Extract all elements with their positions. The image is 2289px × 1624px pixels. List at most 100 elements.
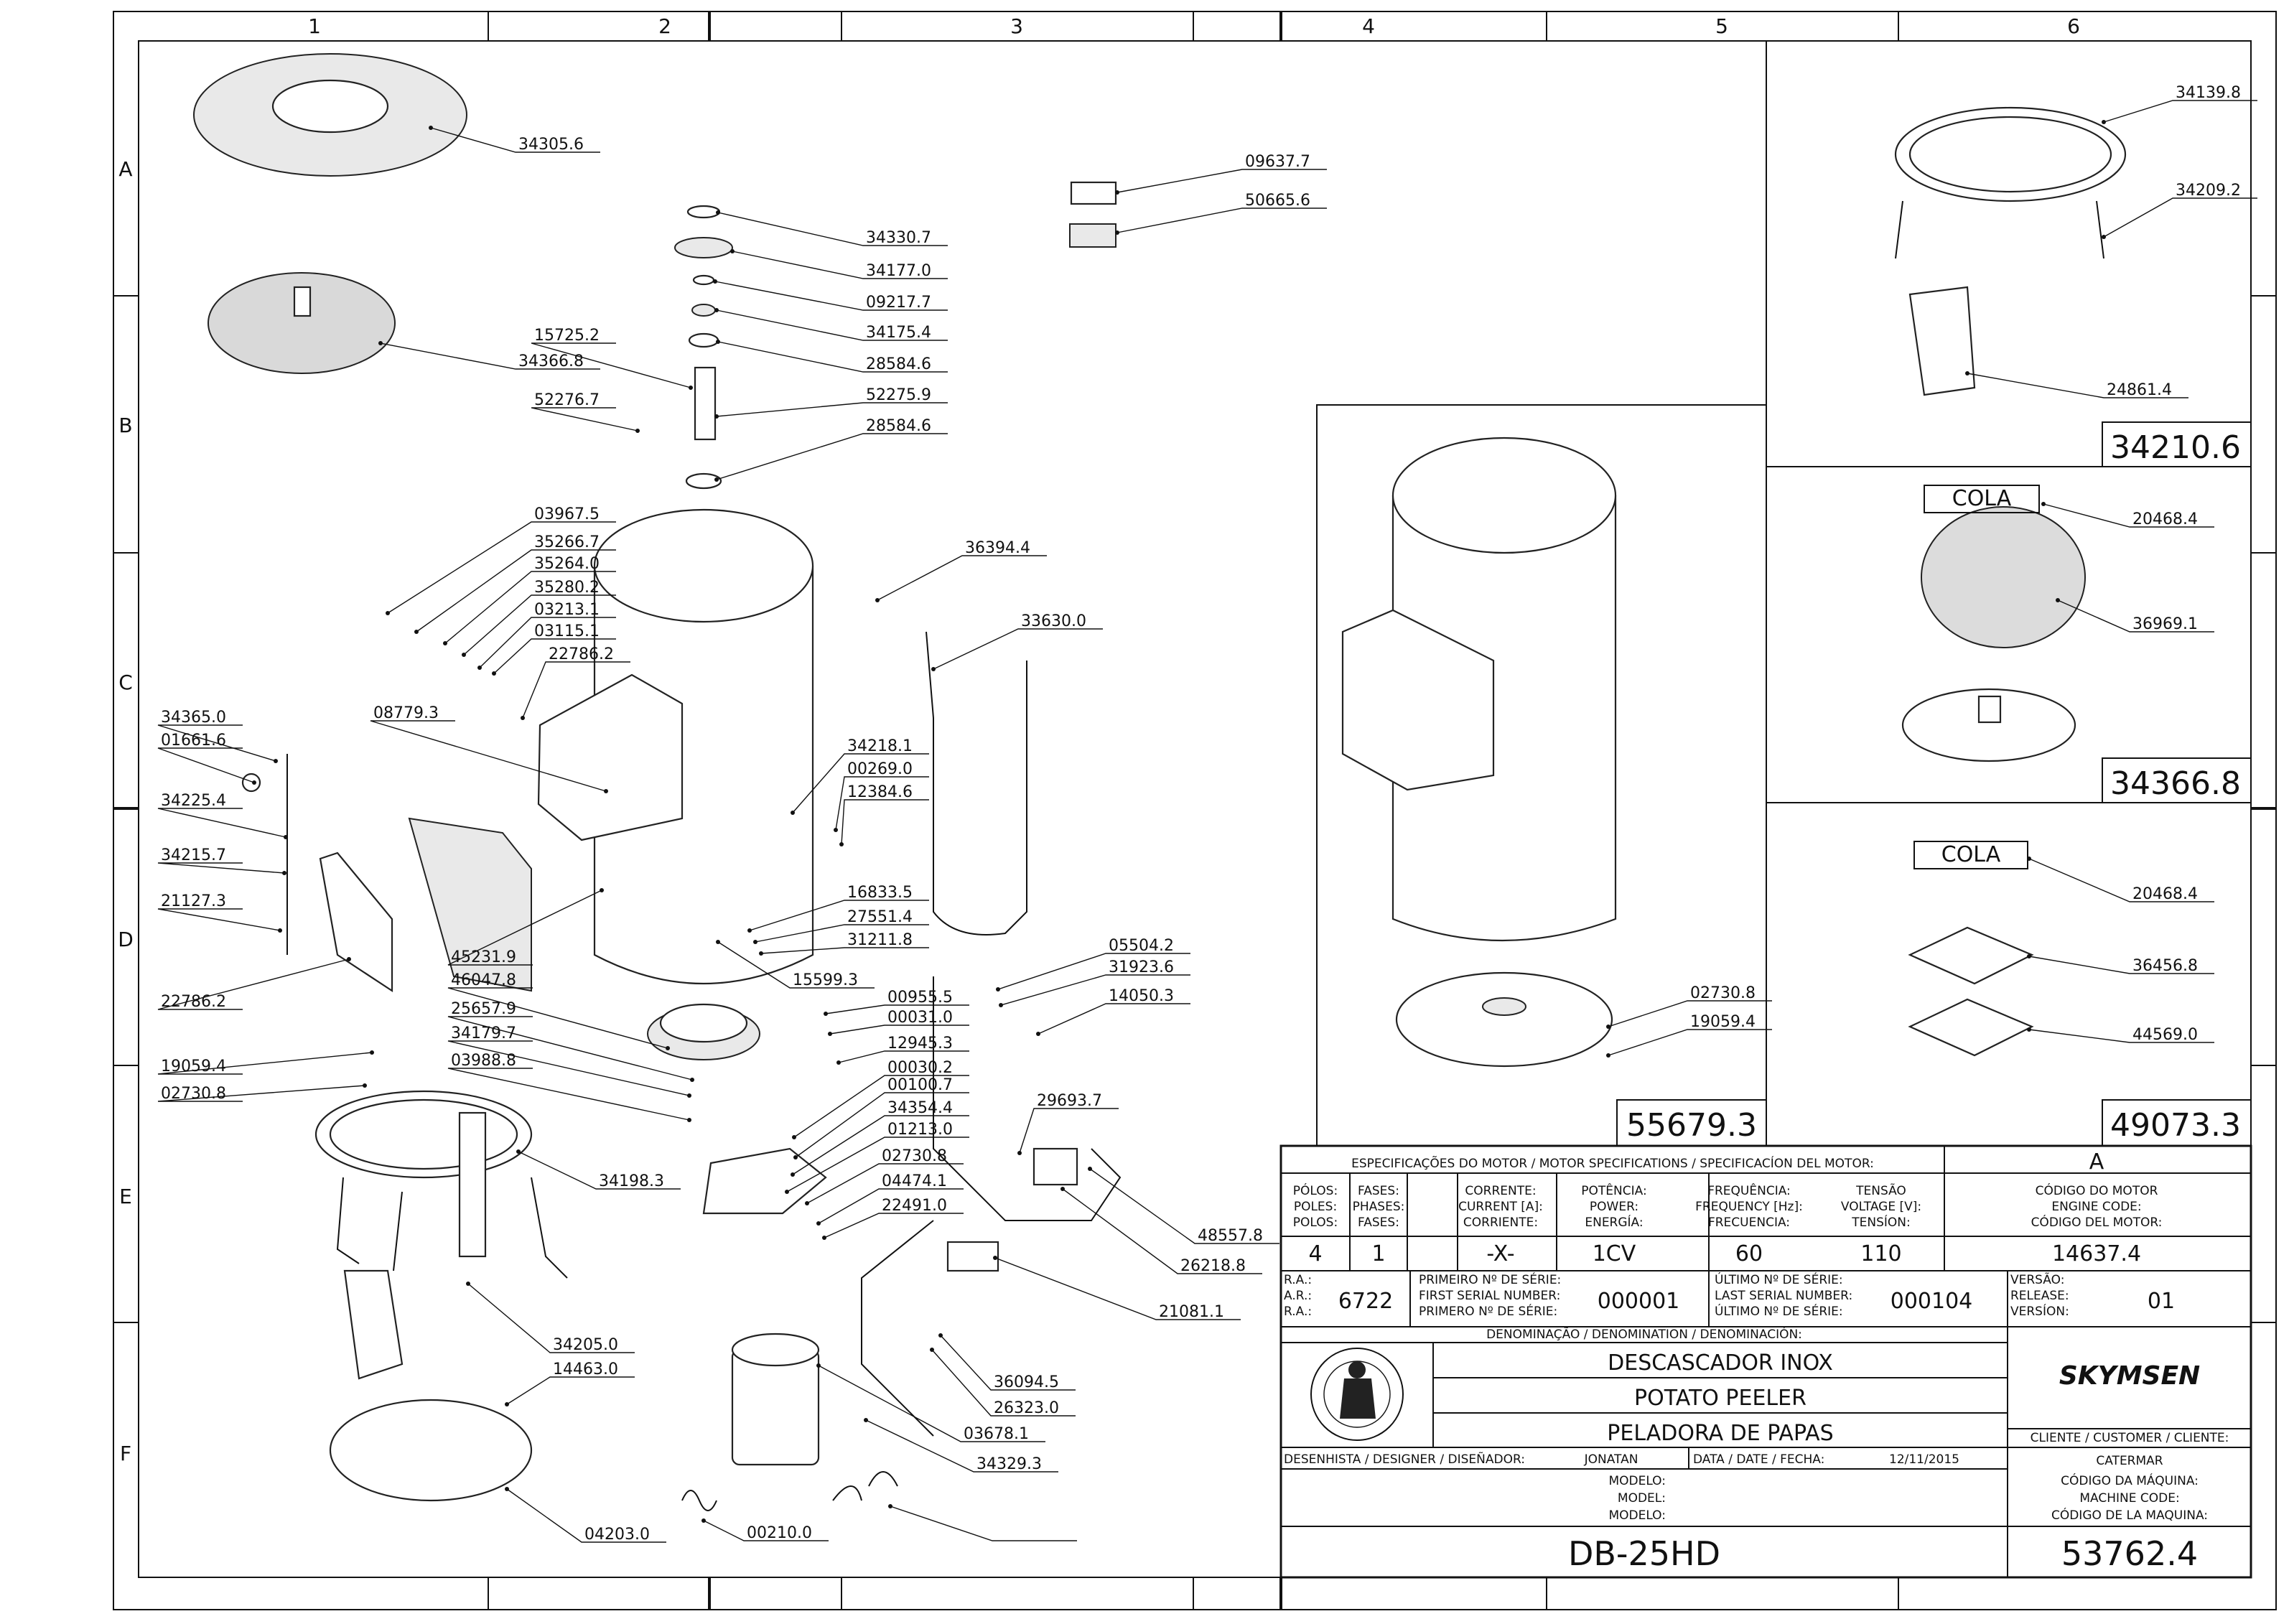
part-arrowhead bbox=[505, 1402, 509, 1406]
part-arrowhead bbox=[839, 842, 844, 846]
part-number: 15725.2 bbox=[534, 327, 600, 345]
detail-part-arrowhead bbox=[2102, 235, 2106, 239]
svg-text:PRIMERO Nº DE SÉRIE:: PRIMERO Nº DE SÉRIE: bbox=[1419, 1303, 1557, 1319]
svg-text:CÓDIGO DO MOTOR: CÓDIGO DO MOTOR bbox=[2036, 1182, 2158, 1198]
part-leader bbox=[792, 753, 929, 813]
part-number: 34366.8 bbox=[518, 353, 584, 370]
part-number: 04474.1 bbox=[882, 1172, 947, 1190]
part-arrowhead bbox=[888, 1504, 892, 1508]
grid-row-e: E bbox=[119, 1185, 132, 1208]
svg-text:FIRST SERIAL NUMBER:: FIRST SERIAL NUMBER: bbox=[1419, 1289, 1560, 1303]
part-leader bbox=[825, 1004, 969, 1014]
part-leader bbox=[531, 407, 638, 431]
part-arrowhead bbox=[429, 126, 433, 130]
grid-row-a: A bbox=[118, 157, 132, 181]
part-number: 52275.9 bbox=[866, 386, 931, 404]
part-number: 45231.9 bbox=[451, 948, 516, 966]
svg-text:POWER:: POWER: bbox=[1590, 1200, 1638, 1214]
part-arrowhead bbox=[785, 1190, 789, 1194]
part-arrowhead bbox=[516, 1149, 521, 1154]
detail-part-leader bbox=[2028, 1029, 2214, 1043]
part-number: 26323.0 bbox=[994, 1399, 1059, 1417]
machine-code-label-es: CÓDIGO DE LA MAQUINA: bbox=[2051, 1507, 2208, 1523]
grid-row-f: F bbox=[120, 1442, 131, 1465]
part-arrowhead bbox=[730, 249, 735, 253]
part-arrowhead bbox=[816, 1363, 821, 1368]
part-number: 12945.3 bbox=[887, 1035, 953, 1053]
part-number: 00210.0 bbox=[747, 1524, 812, 1542]
motor-poles: 4 bbox=[1308, 1241, 1322, 1266]
part-arrowhead bbox=[505, 1487, 509, 1491]
date-label: DATA / DATE / FECHA: bbox=[1693, 1452, 1824, 1467]
assembly-cylinder-number: 55679.3 bbox=[1626, 1107, 1757, 1144]
part-number: 35280.2 bbox=[534, 579, 600, 597]
part-leader bbox=[890, 1506, 1077, 1541]
part-number: 27551.4 bbox=[847, 908, 913, 926]
part-number: 35264.0 bbox=[534, 555, 600, 573]
svg-text:VOLTAGE [V]:: VOLTAGE [V]: bbox=[1841, 1200, 1921, 1214]
part-number: 34215.7 bbox=[161, 846, 226, 864]
outer-border bbox=[113, 11, 2277, 1610]
part-arrowhead bbox=[1060, 1187, 1065, 1191]
glue-label-disc: COLA bbox=[1952, 486, 2012, 511]
svg-text:ENGINE CODE:: ENGINE CODE: bbox=[2051, 1200, 2141, 1214]
detail-part-leader bbox=[2103, 100, 2257, 123]
part-leader bbox=[703, 1520, 829, 1541]
svg-text:VERSÍON:: VERSÍON: bbox=[2010, 1303, 2069, 1319]
detail-part-number: 20468.4 bbox=[2132, 510, 2198, 528]
part-number: 46047.8 bbox=[451, 971, 516, 989]
grid-row-b: B bbox=[118, 414, 132, 437]
part-number: 16833.5 bbox=[847, 884, 913, 902]
model-label-es: MODELO: bbox=[1608, 1508, 1666, 1523]
part-leader bbox=[430, 127, 600, 153]
part-arrowhead bbox=[274, 759, 278, 763]
grid-col-6: 6 bbox=[2067, 14, 2080, 38]
part-arrowhead bbox=[816, 1221, 821, 1226]
part-leader bbox=[157, 862, 285, 874]
part-number: 36094.5 bbox=[994, 1373, 1059, 1391]
detail-part-arrowhead bbox=[1606, 1025, 1610, 1029]
part-leader bbox=[818, 1188, 964, 1224]
part-leader bbox=[387, 521, 616, 614]
svg-text:POLES:: POLES: bbox=[1294, 1200, 1337, 1214]
part-arrowhead bbox=[635, 429, 640, 433]
part-leader bbox=[1116, 207, 1327, 233]
part-arrowhead bbox=[282, 871, 286, 875]
serial-labels: R.A.: A.R.: R.A.: PRIMEIRO Nº DE SÉRIE: … bbox=[1284, 1271, 2069, 1319]
part-arrowhead bbox=[690, 1078, 694, 1082]
part-leader bbox=[416, 549, 616, 633]
part-leader bbox=[732, 251, 948, 279]
denomination-en: POTATO PEELER bbox=[1634, 1386, 1807, 1411]
part-leader bbox=[865, 1419, 1058, 1473]
part-number: 02730.8 bbox=[161, 1085, 226, 1103]
part-leader bbox=[157, 1085, 365, 1102]
svg-text:FASES:: FASES: bbox=[1358, 1215, 1399, 1230]
part-arrowhead bbox=[822, 1236, 826, 1240]
part-number: 34354.4 bbox=[887, 1099, 953, 1117]
part-leader bbox=[1089, 1168, 1279, 1244]
detail-shapes bbox=[1341, 106, 2127, 1068]
svg-text:R.A.:: R.A.: bbox=[1284, 1273, 1312, 1287]
motor-spec-labels: PÓLOS: POLES: POLOS: FASES: PHASES: FASE… bbox=[1293, 1182, 2163, 1230]
part-arrowhead bbox=[604, 789, 608, 793]
part-arrowhead bbox=[1088, 1167, 1092, 1171]
part-arrowhead bbox=[701, 1518, 706, 1523]
part-leader bbox=[157, 958, 350, 1010]
part-leader bbox=[522, 661, 630, 719]
part-arrowhead bbox=[284, 835, 288, 839]
part-number: 03678.1 bbox=[964, 1425, 1029, 1443]
svg-text:POLOS:: POLOS: bbox=[1293, 1215, 1338, 1230]
part-number: 34218.1 bbox=[847, 737, 913, 755]
designer-label: DESENHISTA / DESIGNER / DISEÑADOR: bbox=[1284, 1451, 1525, 1467]
part-leader bbox=[792, 1115, 969, 1175]
part-leader bbox=[716, 402, 948, 417]
part-leader bbox=[447, 1068, 690, 1121]
part-number: 14463.0 bbox=[553, 1361, 618, 1378]
part-number: 31211.8 bbox=[847, 931, 913, 949]
detail-part-arrowhead bbox=[1965, 371, 1969, 375]
part-leader bbox=[467, 1283, 635, 1353]
part-arrowhead bbox=[278, 928, 282, 933]
part-arrowhead bbox=[747, 928, 752, 933]
